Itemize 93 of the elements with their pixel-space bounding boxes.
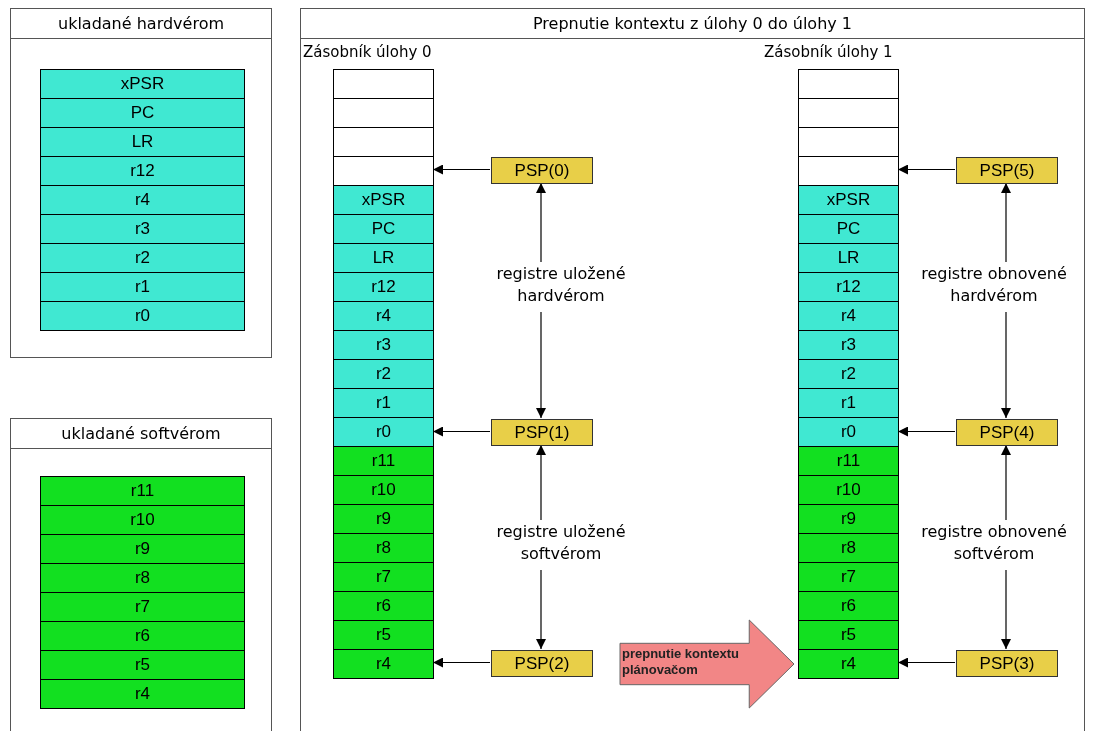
arrow bbox=[1001, 444, 1011, 521]
register-cell: r7 bbox=[40, 592, 245, 622]
arrow bbox=[432, 657, 491, 668]
panel bbox=[300, 8, 1085, 731]
panel bbox=[10, 418, 272, 731]
register-cell: xPSR bbox=[333, 185, 434, 215]
register-cell: r9 bbox=[40, 534, 245, 564]
arrow bbox=[536, 311, 546, 419]
register-cell: r0 bbox=[798, 417, 899, 447]
register-cell: r10 bbox=[798, 475, 899, 505]
empty-stack-slot bbox=[333, 156, 434, 186]
register-cell: r4 bbox=[40, 185, 245, 215]
register-cell: r11 bbox=[40, 476, 245, 506]
empty-stack-slot bbox=[798, 127, 899, 157]
block-arrow bbox=[619, 619, 795, 709]
register-cell: LR bbox=[40, 127, 245, 157]
register-cell: r4 bbox=[333, 301, 434, 331]
register-cell: PC bbox=[798, 214, 899, 244]
register-cell: r10 bbox=[333, 475, 434, 505]
arrow-label: prepnutie kontextu plánovačom bbox=[622, 646, 740, 678]
annotation-text: registre obnovené softvérom bbox=[901, 521, 1087, 571]
register-cell: r3 bbox=[798, 330, 899, 360]
register-cell: r8 bbox=[333, 533, 434, 563]
arrow bbox=[536, 444, 546, 521]
register-cell: r5 bbox=[40, 650, 245, 680]
empty-stack-slot bbox=[333, 69, 434, 99]
register-cell: xPSR bbox=[40, 69, 245, 99]
register-cell: r2 bbox=[333, 359, 434, 389]
pointer-box: PSP(2) bbox=[491, 650, 593, 677]
register-cell: r4 bbox=[798, 649, 899, 679]
register-cell: r12 bbox=[333, 272, 434, 302]
register-cell: r4 bbox=[798, 301, 899, 331]
annotation-text: registre obnovené hardvérom bbox=[901, 263, 1087, 313]
pointer-box: PSP(4) bbox=[956, 419, 1058, 446]
register-cell: xPSR bbox=[798, 185, 899, 215]
arrow bbox=[897, 164, 956, 175]
register-cell: r11 bbox=[333, 446, 434, 476]
register-cell: r7 bbox=[798, 562, 899, 592]
register-cell: r0 bbox=[40, 301, 245, 331]
register-cell: r4 bbox=[40, 679, 245, 709]
empty-stack-slot bbox=[798, 156, 899, 186]
register-cell: r5 bbox=[798, 620, 899, 650]
arrow bbox=[536, 569, 546, 650]
register-cell: r10 bbox=[40, 505, 245, 535]
empty-stack-slot bbox=[333, 98, 434, 128]
pointer-box: PSP(3) bbox=[956, 650, 1058, 677]
register-cell: LR bbox=[798, 243, 899, 273]
panel-title: ukladané softvérom bbox=[11, 419, 271, 449]
annotation-text: registre uložené hardvérom bbox=[471, 263, 651, 313]
arrow bbox=[1001, 569, 1011, 650]
empty-stack-slot bbox=[798, 98, 899, 128]
register-cell: PC bbox=[333, 214, 434, 244]
arrow bbox=[432, 426, 491, 437]
pointer-box: PSP(5) bbox=[956, 157, 1058, 184]
arrow bbox=[536, 182, 546, 263]
arrow bbox=[1001, 311, 1011, 419]
arrow bbox=[432, 164, 491, 175]
panel-title: Prepnutie kontextu z úlohy 0 do úlohy 1 bbox=[301, 9, 1084, 39]
register-cell: r1 bbox=[798, 388, 899, 418]
arrow bbox=[1001, 182, 1011, 263]
register-cell: r8 bbox=[40, 563, 245, 593]
register-cell: r3 bbox=[333, 330, 434, 360]
panel-title: ukladané hardvérom bbox=[11, 9, 271, 39]
register-cell: r2 bbox=[798, 359, 899, 389]
register-cell: r6 bbox=[40, 621, 245, 651]
register-cell: LR bbox=[333, 243, 434, 273]
register-cell: r11 bbox=[798, 446, 899, 476]
panel bbox=[10, 8, 272, 358]
register-cell: r6 bbox=[798, 591, 899, 621]
register-cell: r9 bbox=[798, 504, 899, 534]
register-cell: r2 bbox=[40, 243, 245, 273]
register-cell: r12 bbox=[40, 156, 245, 186]
arrow bbox=[897, 657, 956, 668]
stack-title: Zásobník úlohy 0 bbox=[303, 43, 432, 61]
arrow bbox=[897, 426, 956, 437]
pointer-box: PSP(1) bbox=[491, 419, 593, 446]
register-cell: r5 bbox=[333, 620, 434, 650]
empty-stack-slot bbox=[333, 127, 434, 157]
register-cell: r4 bbox=[333, 649, 434, 679]
annotation-text: registre uložené softvérom bbox=[471, 521, 651, 571]
register-cell: r8 bbox=[798, 533, 899, 563]
register-cell: r9 bbox=[333, 504, 434, 534]
register-cell: r1 bbox=[40, 272, 245, 302]
register-cell: r6 bbox=[333, 591, 434, 621]
empty-stack-slot bbox=[798, 69, 899, 99]
pointer-box: PSP(0) bbox=[491, 157, 593, 184]
register-cell: r1 bbox=[333, 388, 434, 418]
register-cell: r12 bbox=[798, 272, 899, 302]
register-cell: r0 bbox=[333, 417, 434, 447]
register-cell: PC bbox=[40, 98, 245, 128]
register-cell: r3 bbox=[40, 214, 245, 244]
register-cell: r7 bbox=[333, 562, 434, 592]
stack-title: Zásobník úlohy 1 bbox=[764, 43, 893, 61]
